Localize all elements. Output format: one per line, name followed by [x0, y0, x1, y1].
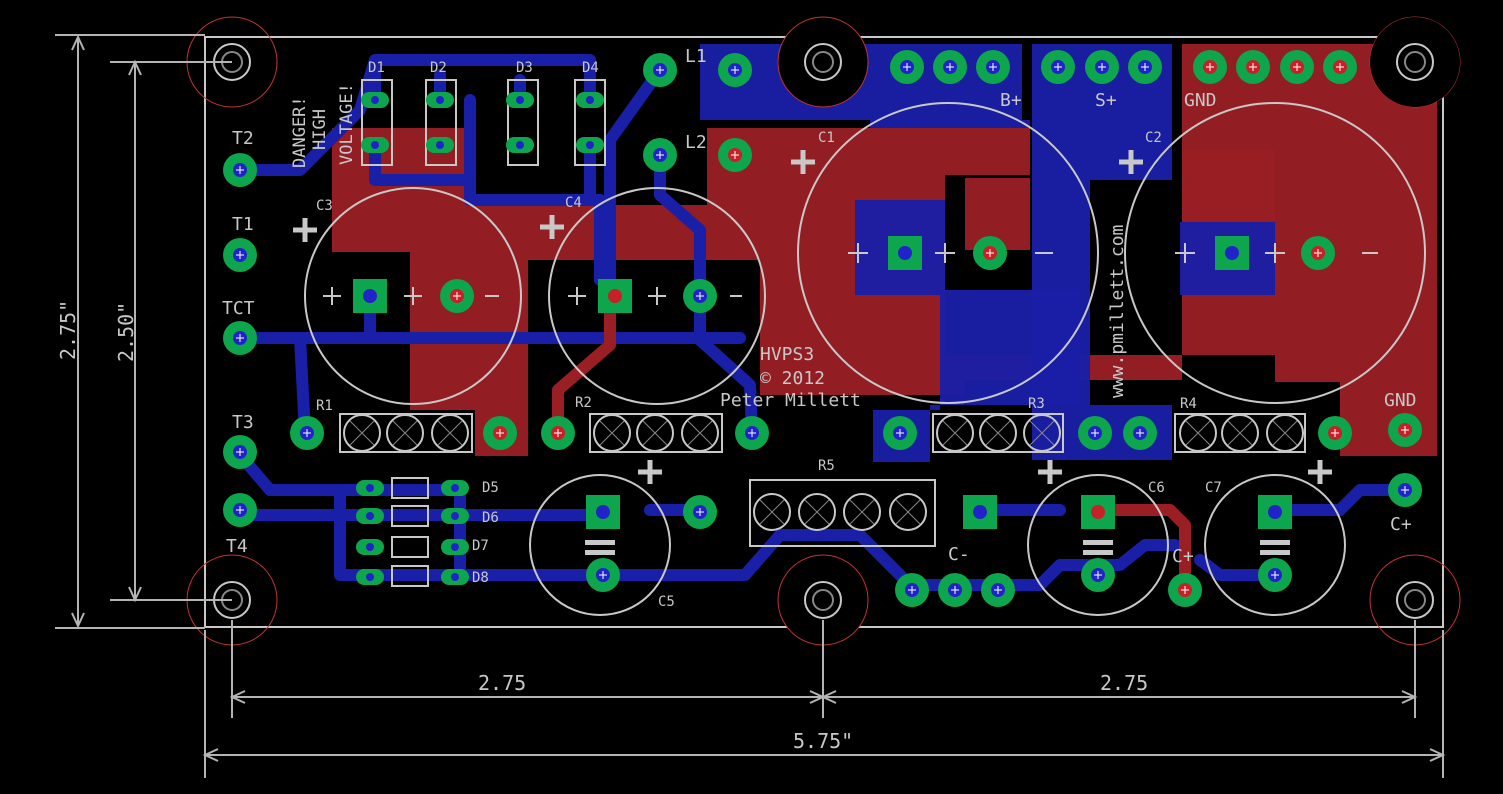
resistor-body-circle [636, 414, 674, 452]
label-l2: L2 [685, 132, 707, 153]
c2-outline [1124, 102, 1426, 404]
label-d3: D3 [516, 60, 533, 76]
label-bplus: B+ [1000, 90, 1022, 111]
label-t4: T4 [226, 536, 248, 557]
resistor-body-circle [593, 414, 631, 452]
diode-outlines [361, 79, 606, 587]
label-d2: D2 [430, 60, 447, 76]
warning-line-2: HIGH [310, 109, 330, 150]
resistor-body-circle [889, 493, 927, 531]
label-t1: T1 [232, 214, 254, 235]
resistor-body-circle [753, 493, 791, 531]
pads [223, 50, 1422, 607]
c7-outline [1204, 474, 1346, 616]
warning-line-1: DANGER! [290, 96, 310, 168]
label-r4: R4 [1180, 396, 1197, 412]
warning-line-3: VOLTAGE! [337, 83, 357, 165]
label-c7: C7 [1205, 480, 1222, 496]
label-r1: R1 [316, 398, 333, 414]
board-title: HVPS3 [760, 344, 814, 365]
label-d6: D6 [482, 510, 499, 526]
c4-outline [548, 187, 766, 405]
label-t3: T3 [232, 412, 254, 433]
c6-outline [1027, 474, 1169, 616]
resistor-body-circle [431, 414, 469, 452]
label-r2: R2 [575, 395, 592, 411]
resistor-body-circle [1221, 414, 1259, 452]
label-r3: R3 [1028, 396, 1045, 412]
label-splus: S+ [1095, 90, 1117, 111]
resistor-body-circle [343, 414, 381, 452]
label-c4: C4 [565, 195, 582, 211]
polarity-marks [293, 150, 1332, 484]
mounting-hole-tm [777, 16, 869, 108]
label-c3: C3 [316, 198, 333, 214]
label-d7: D7 [472, 538, 489, 554]
label-cplus-right: C+ [1390, 514, 1412, 535]
resistor-body-circle [936, 414, 974, 452]
resistor-body-circle [843, 493, 881, 531]
label-cplus-mid: C+ [1172, 546, 1194, 567]
c5-outline [529, 474, 671, 616]
resistor-body-circle [798, 493, 836, 531]
board-author: Peter Millett [720, 390, 861, 411]
resistor-body-circle [1023, 414, 1061, 452]
label-d1: D1 [368, 60, 385, 76]
dimension-lines [55, 34, 1446, 778]
label-c2: C2 [1145, 130, 1162, 146]
label-l1: L1 [685, 46, 707, 67]
top-traces [552, 289, 1191, 596]
polarity-marks-thin [323, 243, 1378, 305]
capacitor-outlines [304, 102, 1426, 616]
dim-height-inner: 2.50" [114, 302, 138, 362]
board-website: www.pmillett.com [1107, 225, 1128, 398]
label-cminus: C- [948, 544, 970, 565]
label-d4: D4 [582, 60, 599, 76]
small-cap-bodies [585, 540, 1290, 555]
resistor-body-circle [979, 414, 1017, 452]
mounting-hole-tr [1369, 16, 1461, 108]
resistor-body-circle [1266, 414, 1304, 452]
label-t2: T2 [232, 128, 254, 149]
label-gnd-top: GND [1184, 90, 1217, 111]
label-c1: C1 [818, 130, 835, 146]
c3-outline [304, 187, 522, 405]
board-copyright: © 2012 [760, 368, 825, 389]
dim-width-left: 2.75 [478, 671, 526, 695]
silkscreen-text: 2.75" 2.50" 2.75 2.75 5.75" DANGER! HIGH… [56, 46, 1417, 753]
resistor-body-circle [386, 414, 424, 452]
label-r5: R5 [818, 458, 835, 474]
dim-width-right: 2.75 [1100, 671, 1148, 695]
label-c6: C6 [1148, 480, 1165, 496]
label-tct: TCT [222, 298, 255, 319]
label-gnd-right: GND [1384, 390, 1417, 411]
label-d8: D8 [472, 570, 489, 586]
dim-width-total: 5.75" [793, 729, 853, 753]
dim-height-outer: 2.75" [56, 300, 80, 360]
resistor-body-circle [681, 414, 719, 452]
label-d5: D5 [482, 480, 499, 496]
resistor-body-circle [1179, 414, 1217, 452]
c1-outline [797, 102, 1099, 404]
label-c5: C5 [658, 594, 675, 610]
